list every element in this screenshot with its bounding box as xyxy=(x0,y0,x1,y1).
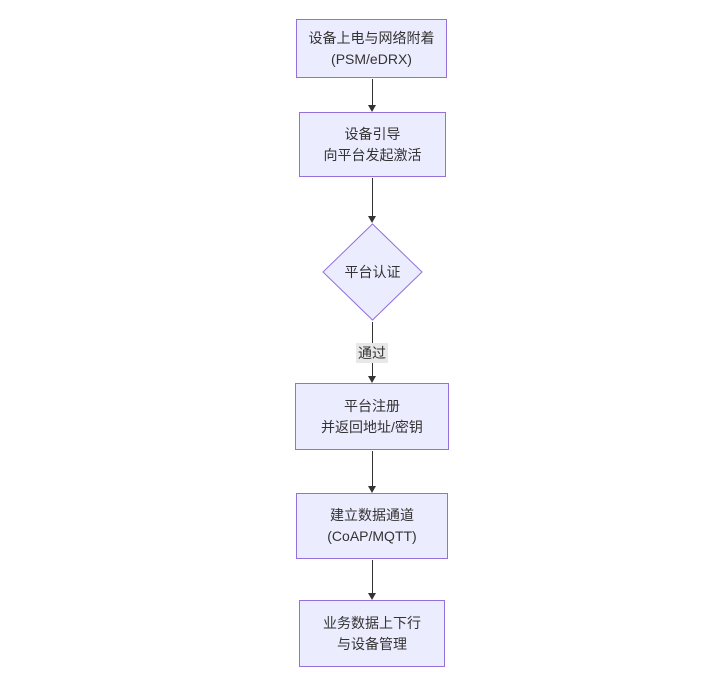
edge-label-pass: 通过 xyxy=(356,343,388,363)
arrow-line xyxy=(372,451,373,487)
node-label: 设备引导 向平台发起激活 xyxy=(323,125,422,163)
node-label: 建立数据通道 (CoAP/MQTT) xyxy=(327,507,417,544)
arrowhead-icon xyxy=(368,216,376,223)
node-label: 业务数据上下行 与设备管理 xyxy=(323,614,421,652)
node-power-attach: 设备上电与网络附着 (PSM/eDRX) xyxy=(296,19,447,78)
node-label: 平台认证 xyxy=(344,264,401,280)
arrow-line xyxy=(372,560,373,594)
node-label: 平台注册 并返回地址/密钥 xyxy=(321,397,423,435)
arrow-line xyxy=(372,178,373,217)
node-platform-register: 平台注册 并返回地址/密钥 xyxy=(295,383,449,450)
arrowhead-icon xyxy=(368,105,376,112)
edge-arrow xyxy=(368,560,377,600)
arrow-line xyxy=(372,79,373,106)
arrowhead-icon xyxy=(368,593,376,600)
node-bootstrap: 设备引导 向平台发起激活 xyxy=(299,112,446,177)
edge-arrow xyxy=(368,79,377,112)
node-label: 设备上电与网络附着 (PSM/eDRX) xyxy=(308,29,435,67)
node-platform-auth: 平台认证 xyxy=(322,223,423,321)
edge-arrow xyxy=(368,178,377,223)
diamond-shape xyxy=(322,223,423,321)
edge-arrow xyxy=(368,451,377,493)
arrowhead-icon xyxy=(368,486,376,493)
node-business-data: 业务数据上下行 与设备管理 xyxy=(299,600,445,667)
node-data-channel: 建立数据通道 (CoAP/MQTT) xyxy=(296,493,448,559)
arrowhead-icon xyxy=(368,376,376,383)
